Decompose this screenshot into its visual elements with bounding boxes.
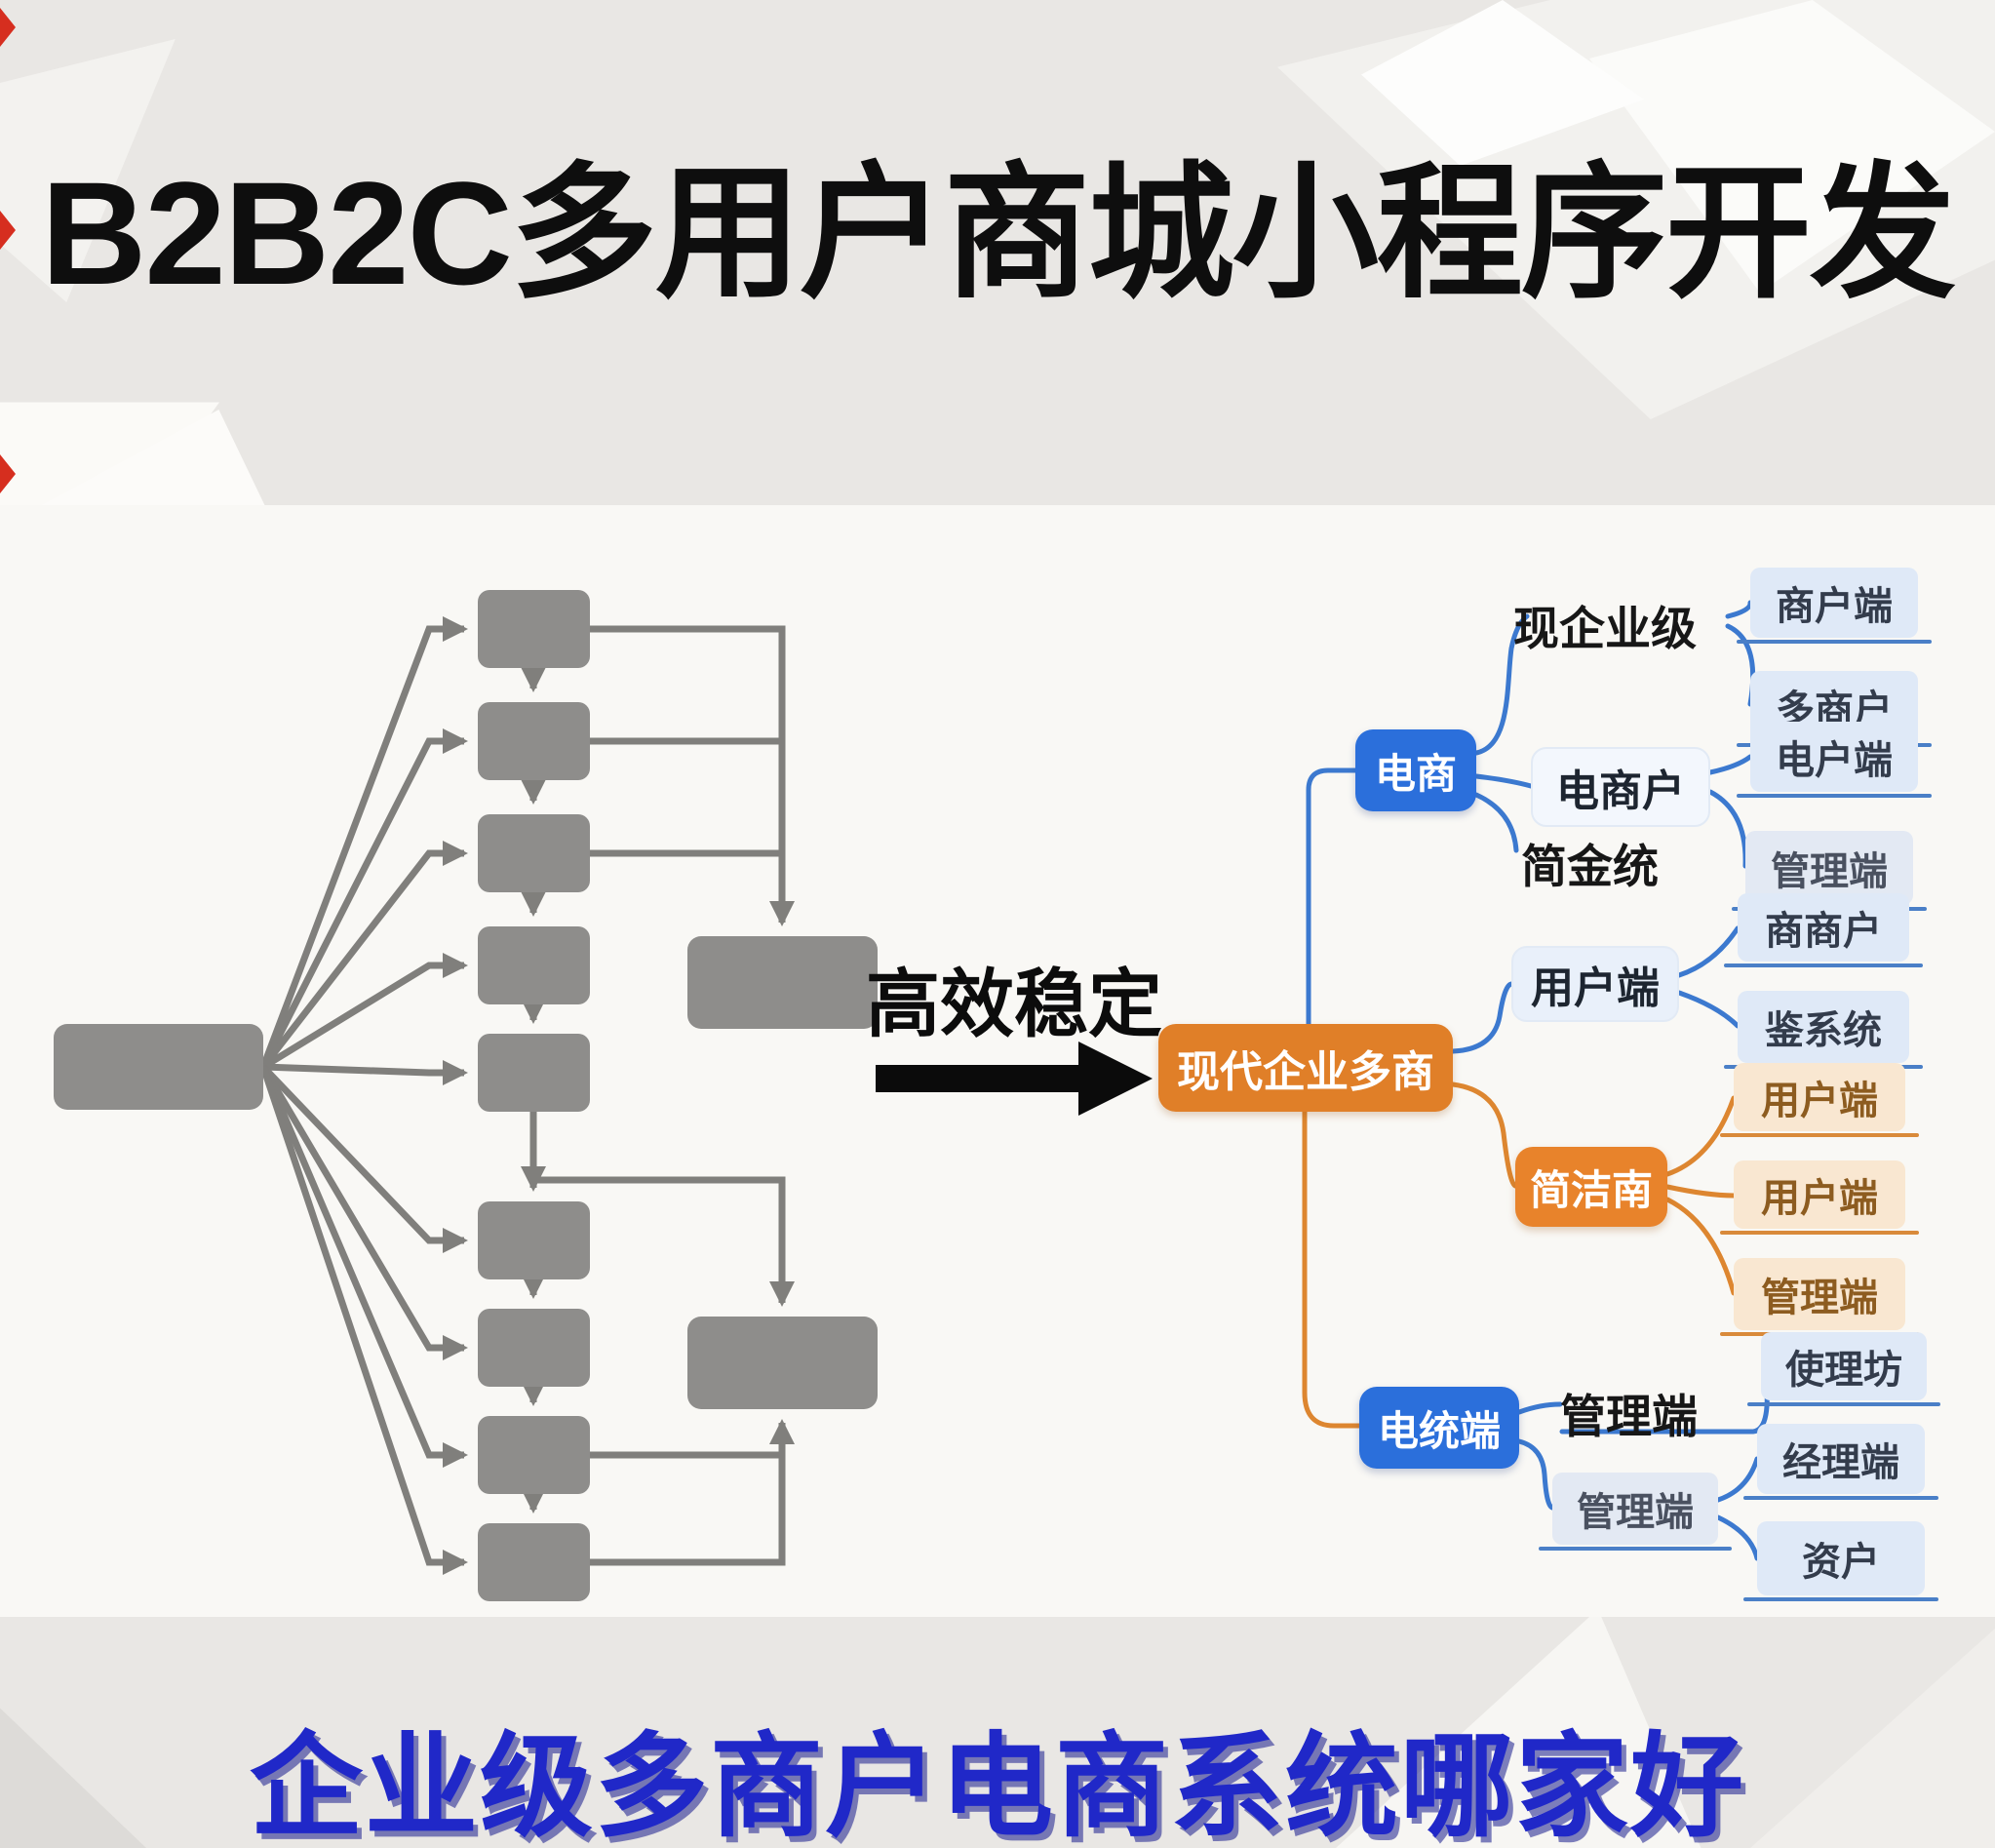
mindmap-node-simple: 简洁南 — [1515, 1147, 1667, 1227]
mindmap-leaf: 管理端 — [1720, 1258, 1919, 1336]
flow-source-box — [54, 1024, 263, 1110]
mindmap-label-system: 简金统 — [1521, 841, 1659, 892]
transition-label: 高效稳定 — [866, 963, 1162, 1046]
mindmap-leaf: 商户端 — [1737, 568, 1932, 644]
flow-collector-box — [687, 936, 878, 1029]
mindmap-leaf: 使理坊 — [1747, 1332, 1940, 1406]
mindmap-node-system-end: 电统端 — [1359, 1387, 1519, 1469]
mindmap-node-merchant: 电商户 — [1531, 747, 1710, 827]
flow-box — [478, 702, 590, 780]
mindmap-root-node: 现代企业多商 — [1158, 1024, 1453, 1112]
page-title: B2B2C多用户商城小程序开发 — [41, 151, 1956, 315]
mindmap-node-user: 用户端 — [1511, 946, 1679, 1022]
mindmap-leaf: 鉴系统 — [1724, 991, 1923, 1069]
flow-box — [478, 1201, 590, 1279]
flow-box — [478, 1309, 590, 1387]
flow-box — [478, 814, 590, 892]
mindmap-label-admin: 管理端 — [1560, 1391, 1698, 1442]
mindmap-leaf: 用户端 — [1720, 1063, 1919, 1137]
mindmap-node-ecommerce: 电商 — [1355, 729, 1476, 811]
mindmap-leaf: 用户端 — [1720, 1160, 1919, 1235]
flow-box — [478, 926, 590, 1004]
mindmap-leaf: 商商户 — [1724, 893, 1923, 967]
flow-box — [478, 1034, 590, 1112]
flow-collector-box — [687, 1317, 878, 1409]
flow-box — [478, 590, 590, 668]
flow-box — [478, 1523, 590, 1601]
footer-headline: 企业级多商户电商系统哪家好 — [250, 1723, 1745, 1848]
mindmap-node-admin2: 管理端 — [1539, 1473, 1732, 1551]
mindmap-leaf: 电户端 — [1737, 722, 1932, 798]
red-edge-mark — [0, 8, 16, 47]
mindmap-leaf: 资户 — [1743, 1521, 1938, 1601]
mindmap-label-enterprise: 现企业级 — [1513, 603, 1697, 654]
mindmap-leaf: 经理端 — [1743, 1424, 1938, 1500]
flow-box — [478, 1416, 590, 1494]
flowchart-diagram — [54, 590, 878, 1601]
